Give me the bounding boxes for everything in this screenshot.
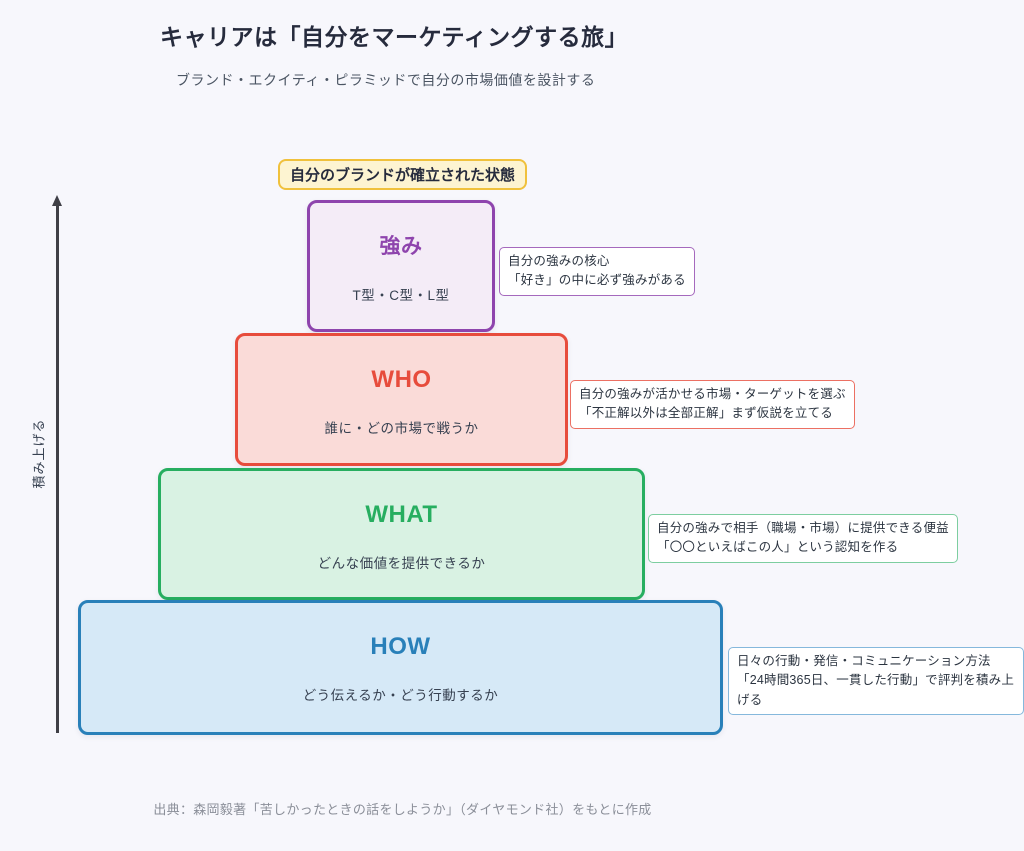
stack-up-arrow-head-icon [51, 195, 62, 206]
page-subtitle: ブランド・エクイティ・ピラミッドで自分の市場価値を設計する [176, 72, 596, 88]
source-attribution: 出典：森岡毅著「苦しかったときの話をしようか」（ダイヤモンド社）をもとに作成 [153, 802, 652, 817]
stack-up-axis-label: 積み上げる [31, 418, 47, 489]
level-how-subtitle: どう伝えるか・どう行動するか [302, 688, 499, 703]
note-who: 自分の強みが活かせる市場・ターゲットを選ぶ 「不正解以外は全部正解」まず仮説を立… [570, 380, 855, 429]
pyramid-level-strength: 強み T型・C型・L型 [307, 200, 495, 332]
level-what-title: WHAT [365, 501, 438, 528]
note-what: 自分の強みで相手（職場・市場）に提供できる便益 「〇〇といえばこの人」という認知… [648, 514, 958, 563]
pyramid-level-what: WHAT どんな価値を提供できるか [158, 468, 645, 600]
stack-up-arrow-icon [56, 205, 59, 733]
pyramid-level-who: WHO 誰に・どの市場で戦うか [235, 333, 568, 466]
level-strength-title: 強み [379, 235, 423, 258]
level-strength-subtitle: T型・C型・L型 [352, 288, 450, 303]
level-who-subtitle: 誰に・どの市場で戦うか [324, 421, 479, 436]
level-how-title: HOW [370, 633, 431, 660]
note-strength: 自分の強みの核心 「好き」の中に必ず強みがある [499, 247, 695, 296]
established-state-badge: 自分のブランドが確立された状態 [278, 159, 528, 190]
level-what-subtitle: どんな価値を提供できるか [317, 556, 486, 571]
note-how: 日々の行動・発信・コミュニケーション方法 「24時間365日、一貫した行動」で評… [728, 647, 1024, 716]
level-who-title: WHO [371, 366, 432, 393]
page-title: キャリアは「自分をマーケティングする旅」 [160, 24, 629, 50]
pyramid-level-how: HOW どう伝えるか・どう行動するか [78, 600, 723, 735]
